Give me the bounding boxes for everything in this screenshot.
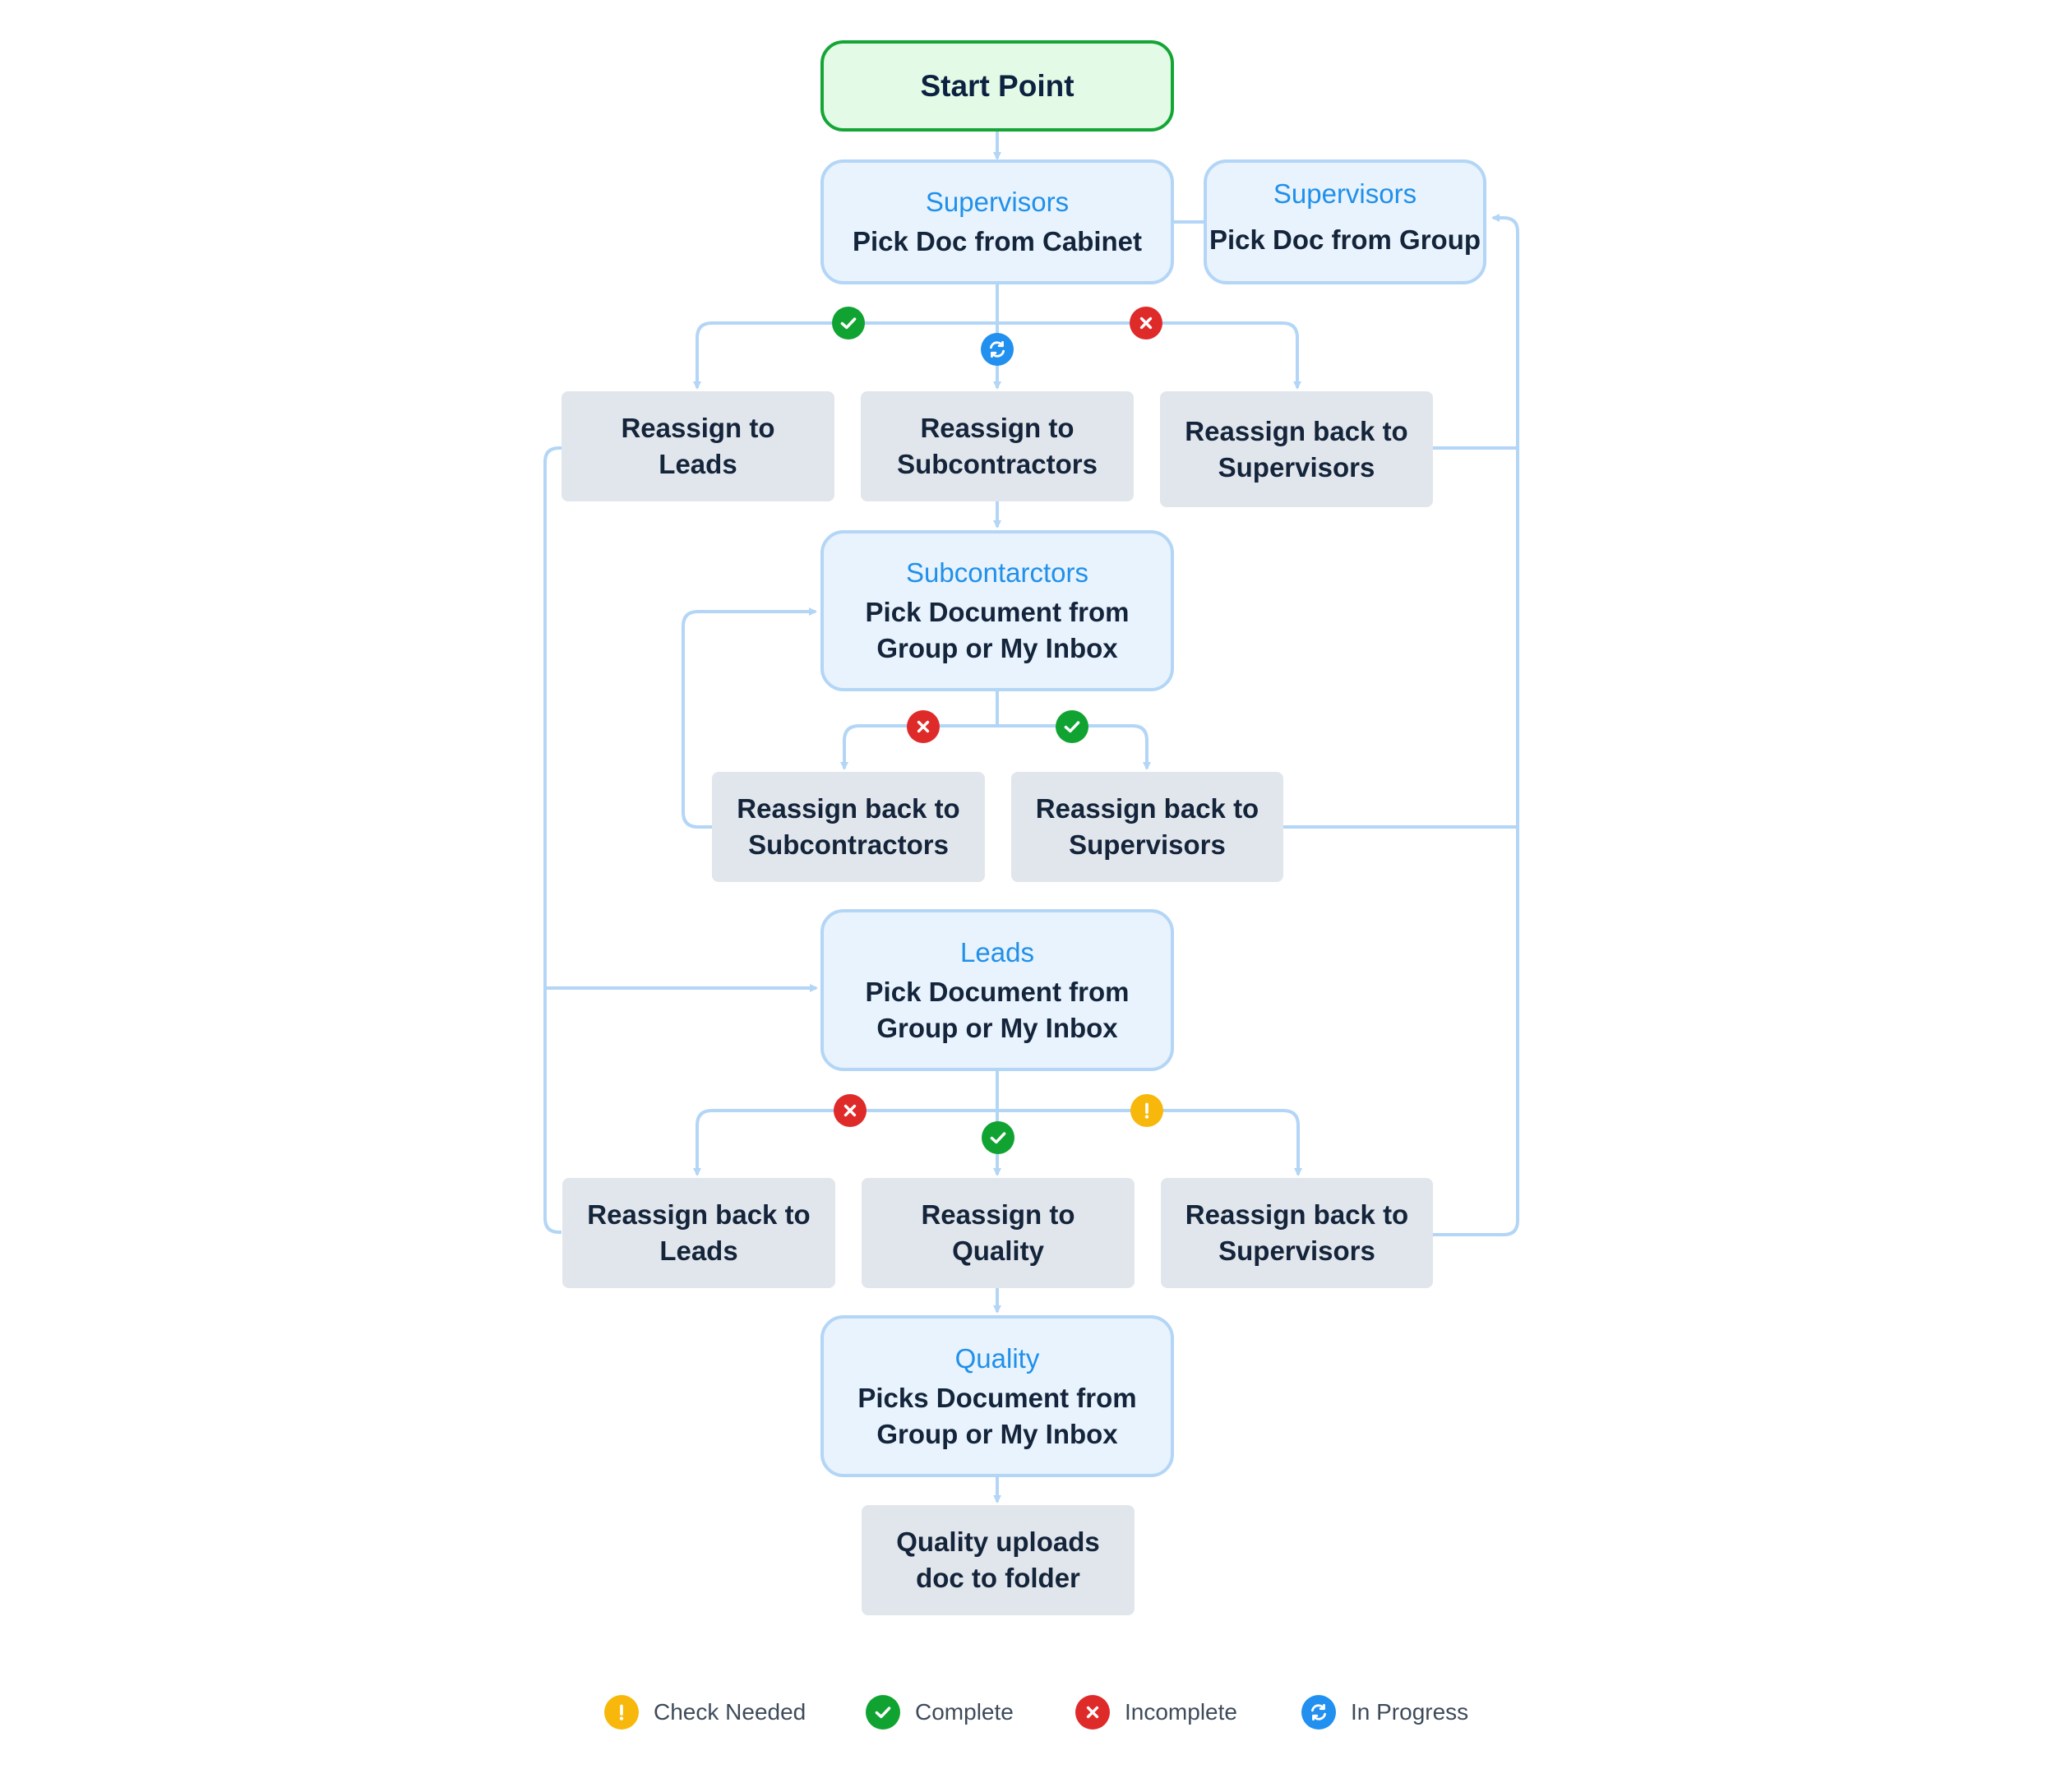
action-label: Reassign to Quality <box>921 1199 1075 1266</box>
x-icon <box>843 1104 857 1117</box>
complete-badge <box>982 1121 1014 1154</box>
leads-step[interactable]: Leads Pick Document from Group or My Inb… <box>820 909 1174 1071</box>
incomplete-badge <box>834 1094 867 1127</box>
action-label: Reassign back to Subcontractors <box>737 793 960 860</box>
check-icon <box>866 1695 900 1730</box>
action-label: Reassign to Leads <box>621 413 775 479</box>
legend-item-check-needed: Check Needed <box>604 1694 806 1730</box>
start-point-node[interactable]: Start Point <box>820 40 1174 132</box>
action-label: Reassign back to Supervisors <box>1185 415 1408 483</box>
legend-label: Check Needed <box>654 1699 806 1725</box>
exclamation-icon <box>1144 1102 1149 1119</box>
action-label: Reassign back to Leads <box>587 1199 811 1266</box>
step-role: Supervisors <box>1273 178 1417 209</box>
x-icon <box>1075 1695 1110 1730</box>
supervisors-group-step[interactable]: Supervisors Pick Doc from Group <box>1204 159 1486 284</box>
legend-item-in-progress: In Progress <box>1301 1694 1468 1730</box>
step-action: Pick Doc from Cabinet <box>852 226 1143 256</box>
step-role: Leads <box>960 936 1034 968</box>
incomplete-badge <box>907 710 940 743</box>
quality-uploads-node[interactable]: Quality uploads doc to folder <box>862 1505 1135 1615</box>
reassign-back-supervisors-node-3[interactable]: Reassign back to Supervisors <box>1161 1178 1433 1288</box>
subcontractors-step[interactable]: Subcontarctors Pick Document from Group … <box>820 530 1174 691</box>
action-label: Reassign to Subcontractors <box>897 413 1098 479</box>
legend-item-complete: Complete <box>866 1694 1014 1730</box>
x-icon <box>1139 316 1153 330</box>
supervisors-cabinet-step[interactable]: Supervisors Pick Doc from Cabinet <box>820 159 1174 284</box>
check-icon <box>990 1132 1006 1144</box>
reassign-subcontractors-node[interactable]: Reassign to Subcontractors <box>861 391 1134 501</box>
x-icon <box>917 720 930 733</box>
step-action: Pick Document from Group or My Inbox <box>865 976 1130 1043</box>
refresh-icon <box>1301 1695 1336 1730</box>
reassign-back-supervisors-node-1[interactable]: Reassign back to Supervisors <box>1160 391 1433 507</box>
reassign-back-subcontractors-node[interactable]: Reassign back to Subcontractors <box>712 772 985 882</box>
step-action: Pick Doc from Group <box>1209 224 1481 255</box>
step-action: Picks Document from Group or My Inbox <box>857 1382 1137 1449</box>
refresh-icon <box>990 340 1005 358</box>
action-label: Reassign back to Supervisors <box>1035 793 1259 860</box>
reassign-back-leads-node[interactable]: Reassign back to Leads <box>562 1178 835 1288</box>
legend-label: In Progress <box>1351 1699 1469 1725</box>
incomplete-badge <box>1130 307 1162 339</box>
check-icon <box>1064 721 1080 733</box>
quality-step[interactable]: Quality Picks Document from Group or My … <box>820 1315 1174 1477</box>
check-needed-badge <box>1130 1094 1163 1127</box>
action-label: Quality uploads doc to folder <box>896 1526 1100 1593</box>
reassign-leads-node[interactable]: Reassign to Leads <box>562 391 834 501</box>
complete-badge <box>1056 710 1088 743</box>
exclamation-icon <box>604 1695 639 1730</box>
step-action: Pick Document from Group or My Inbox <box>865 597 1130 663</box>
action-label: Reassign back to Supervisors <box>1185 1199 1409 1266</box>
reassign-back-supervisors-node-2[interactable]: Reassign back to Supervisors <box>1011 772 1283 882</box>
legend-label: Complete <box>915 1699 1014 1725</box>
legend-item-incomplete: Incomplete <box>1075 1694 1237 1730</box>
start-point-label: Start Point <box>920 68 1075 103</box>
in-progress-badge <box>981 333 1014 366</box>
step-role: Subcontarctors <box>906 557 1088 588</box>
check-icon <box>840 317 857 330</box>
legend-label: Incomplete <box>1125 1699 1237 1725</box>
step-role: Quality <box>954 1342 1040 1374</box>
reassign-quality-node[interactable]: Reassign to Quality <box>862 1178 1135 1288</box>
complete-badge <box>832 307 865 339</box>
step-role: Supervisors <box>925 187 1070 217</box>
